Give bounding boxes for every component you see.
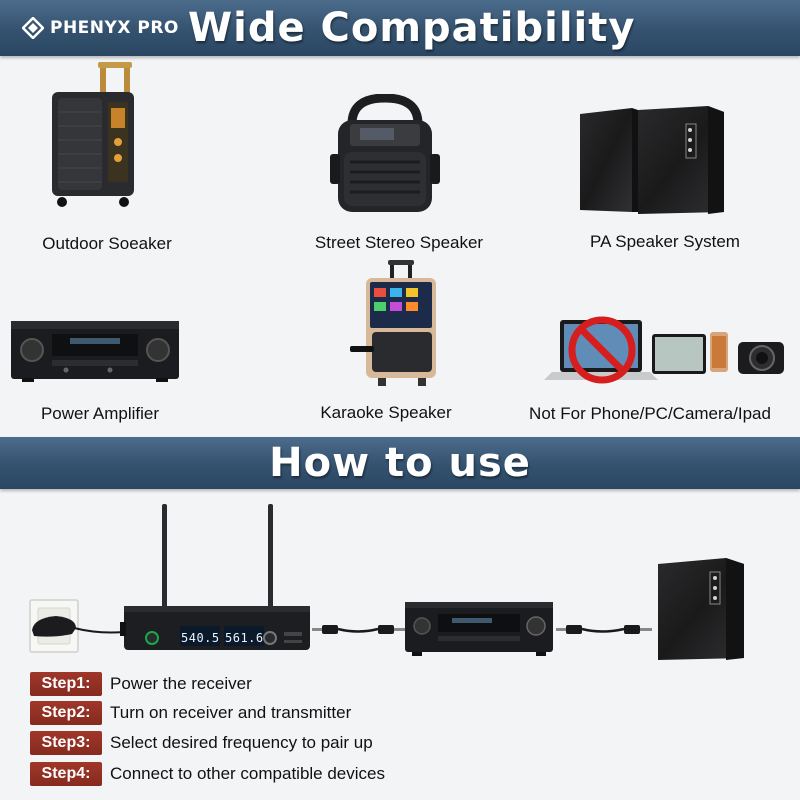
brand-logo: PHENYX PRO <box>22 14 179 42</box>
product-label: Not For Phone/PC/Camera/Ipad <box>529 404 771 423</box>
step-text: Turn on receiver and transmitter <box>110 703 352 722</box>
step-badge: Step1: <box>30 672 102 696</box>
phenyx-logo-icon <box>22 17 44 39</box>
section-title-howto: How to use <box>269 440 531 486</box>
step-badge: Step3: <box>30 731 102 755</box>
step-4: Step4: Connect to other compatible devic… <box>30 762 385 786</box>
karaoke-speaker-icon <box>350 260 436 386</box>
step-text: Select desired frequency to pair up <box>110 733 373 752</box>
wall-outlet-icon <box>29 599 125 653</box>
step-text: Connect to other compatible devices <box>110 764 385 783</box>
wireless-receiver-icon <box>120 504 310 650</box>
pa-speaker-icon <box>580 106 724 214</box>
audio-cable-icon <box>312 625 406 634</box>
step-1: Step1: Power the receiver <box>30 672 252 696</box>
section-title-compatibility: Wide Compatibility <box>188 5 636 51</box>
receiver-freq-b: 561.6 <box>225 631 264 645</box>
step-badge: Step4: <box>30 762 102 786</box>
power-amplifier-icon <box>11 321 179 382</box>
outdoor-speaker-icon <box>52 62 134 207</box>
section-banner: How to use <box>0 437 800 489</box>
step-badge: Step2: <box>30 701 102 725</box>
receiver-freq-a: 540.5 <box>181 631 220 645</box>
header-banner: PHENYX PRO Wide Compatibility <box>0 0 800 56</box>
product-label: Street Stereo Speaker <box>314 233 484 252</box>
product-label: Karaoke Speaker <box>320 403 452 422</box>
prohibited-icon <box>568 316 636 384</box>
street-stereo-speaker-icon <box>330 94 440 212</box>
no-devices-icon <box>544 316 784 384</box>
speaker-icon <box>658 558 744 660</box>
audio-cable-icon <box>556 625 652 634</box>
product-label: Outdoor Soeaker <box>42 234 172 253</box>
step-text: Power the receiver <box>110 674 252 693</box>
amplifier-icon <box>405 602 553 656</box>
step-2: Step2: Turn on receiver and transmitter <box>30 701 351 725</box>
brand-name: PHENYX PRO <box>50 18 179 38</box>
product-label: PA Speaker System <box>590 232 740 251</box>
step-3: Step3: Select desired frequency to pair … <box>30 731 373 755</box>
product-label: Power Amplifier <box>40 404 160 423</box>
